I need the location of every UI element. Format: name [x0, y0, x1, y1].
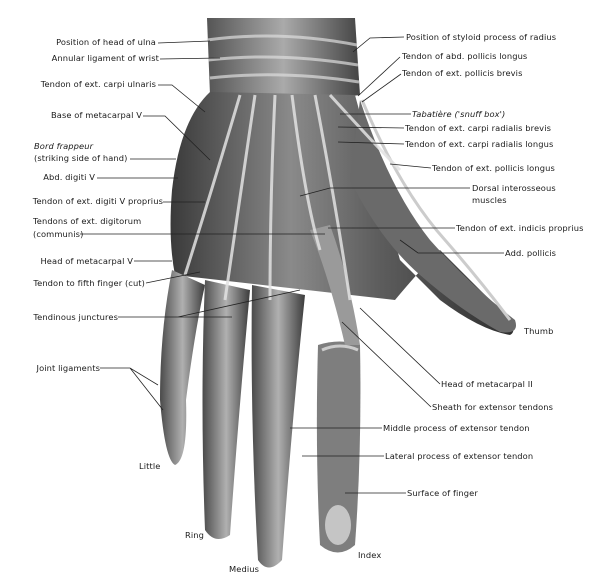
label-head-of-ulna: Position of head of ulna: [56, 37, 156, 47]
label-digitorum: Tendons of ext. digitorum: [33, 216, 142, 226]
label-head-metacarpal-v: Head of metacarpal V: [40, 256, 133, 266]
label-communis: (communis): [33, 229, 84, 239]
label-head-metacarpal-ii: Head of metacarpal II: [441, 379, 533, 389]
label-base-metacarpal-v: Base of metacarpal V: [50, 110, 142, 120]
label-middle-process: Middle process of extensor tendon: [383, 423, 530, 433]
label-radialis-brevis: Tendon of ext. carpi radialis brevis: [405, 123, 552, 133]
label-ring: Ring: [185, 530, 204, 540]
label-striking-side: (striking side of hand): [34, 153, 128, 163]
middle-finger: [251, 285, 305, 568]
little-finger: [160, 270, 205, 465]
label-tendinous-junctures: Tendinous junctures: [33, 312, 118, 322]
label-muscles: muscles: [472, 195, 507, 205]
ring-finger: [202, 280, 250, 539]
label-ext-pollicis-brevis: Tendon of ext. pollicis brevis: [402, 68, 523, 78]
label-thumb: Thumb: [524, 326, 554, 336]
label-annular-ligament: Annular ligament of wrist: [51, 53, 159, 63]
leader-lines: [80, 36, 504, 494]
label-digiti-v-proprius: Tendon of ext. digiti V proprius: [32, 196, 163, 206]
label-lateral-process: Lateral process of extensor tendon: [385, 451, 534, 461]
label-abd-pollicis-longus: Tendon of abd. pollicis longus: [402, 51, 528, 61]
label-surface-of-finger: Surface of finger: [407, 488, 478, 498]
label-little: Little: [139, 461, 161, 471]
label-medius: Medius: [229, 564, 260, 574]
label-styloid-process: Position of styloid process of radius: [406, 32, 557, 42]
index-metacarpal: [310, 225, 360, 345]
label-abd-digiti-v: Abd. digiti V: [43, 172, 95, 182]
label-dorsal-interosseous: Dorsal interosseous: [472, 183, 556, 193]
label-tabatiere: Tabatière ('snuff box'): [412, 109, 506, 119]
label-radialis-longus: Tendon of ext. carpi radialis longus: [405, 139, 554, 149]
index-finger: [316, 341, 361, 553]
label-indicis-proprius: Tendon of ext. indicis proprius: [456, 223, 584, 233]
label-joint-ligaments: Joint ligaments: [36, 363, 100, 373]
label-sheath: Sheath for extensor tendons: [432, 402, 554, 412]
label-carpi-ulnaris: Tendon of ext. carpi ulnaris: [40, 79, 156, 89]
label-add-pollicis: Add. pollicis: [505, 248, 557, 258]
thumb-shape: [350, 100, 516, 333]
label-bord-frappeur: Bord frappeur: [34, 141, 94, 151]
label-index: Index: [358, 550, 382, 560]
label-fifth-finger-tendon: Tendon to fifth finger (cut): [33, 278, 145, 288]
tendons: [183, 93, 402, 301]
label-pollicis-longus: Tendon of ext. pollicis longus: [432, 163, 555, 173]
